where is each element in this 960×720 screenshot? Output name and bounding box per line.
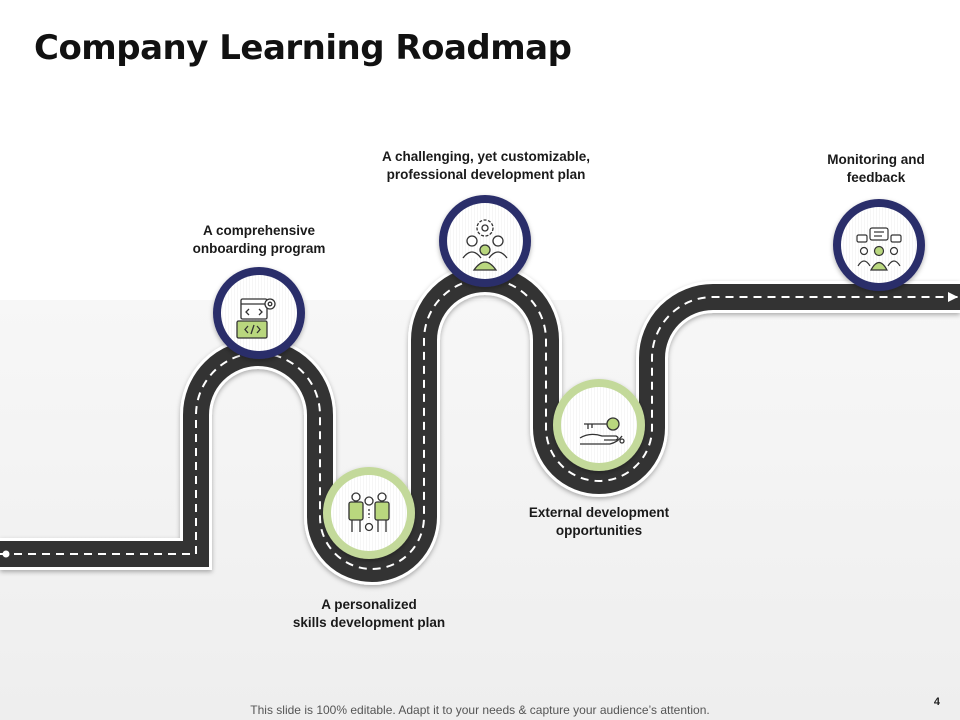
milestone-label-onboarding: A comprehensive onboarding program <box>129 222 389 258</box>
label-line: skills development plan <box>292 615 446 630</box>
label-line: External development <box>528 505 670 520</box>
label-line: onboarding program <box>192 241 326 256</box>
key-hand-icon <box>579 417 625 445</box>
milestone-onboarding <box>213 267 305 359</box>
milestone-label-skills-plan: A personalized skills development plan <box>239 596 499 632</box>
milestone-disc <box>561 387 637 463</box>
milestone-disc <box>841 207 917 283</box>
milestone-disc <box>447 203 523 279</box>
milestone-skills-plan <box>323 467 415 559</box>
label-line: opportunities <box>555 523 643 538</box>
page-title: Company Learning Roadmap <box>34 28 572 68</box>
milestone-professional-plan <box>439 195 531 287</box>
label-line: A challenging, yet customizable, <box>381 149 591 164</box>
label-line: A personalized <box>321 597 417 612</box>
feedback-chat-icon <box>856 227 902 271</box>
label-line: feedback <box>846 170 906 185</box>
onboarding-code-icon <box>236 298 276 339</box>
label-line: Monitoring and <box>827 152 925 167</box>
team-gear-icon <box>462 219 508 271</box>
milestone-label-monitoring-feedback: Monitoring and feedback <box>746 151 960 187</box>
milestone-label-external-opportunities: External development opportunities <box>469 504 729 540</box>
skills-team-icon <box>348 492 390 532</box>
footer-note: This slide is 100% editable. Adapt it to… <box>250 703 710 717</box>
label-line: professional development plan <box>386 167 586 182</box>
label-line: A comprehensive <box>202 223 316 238</box>
road-start-dot <box>2 550 10 558</box>
milestone-label-professional-plan: A challenging, yet customizable, profess… <box>356 148 616 184</box>
page-number: 4 <box>933 696 940 708</box>
background-panel <box>0 300 960 720</box>
milestone-monitoring-feedback <box>833 199 925 291</box>
road-end-arrow <box>948 292 958 302</box>
road <box>0 263 960 585</box>
milestone-external-opportunities <box>553 379 645 471</box>
